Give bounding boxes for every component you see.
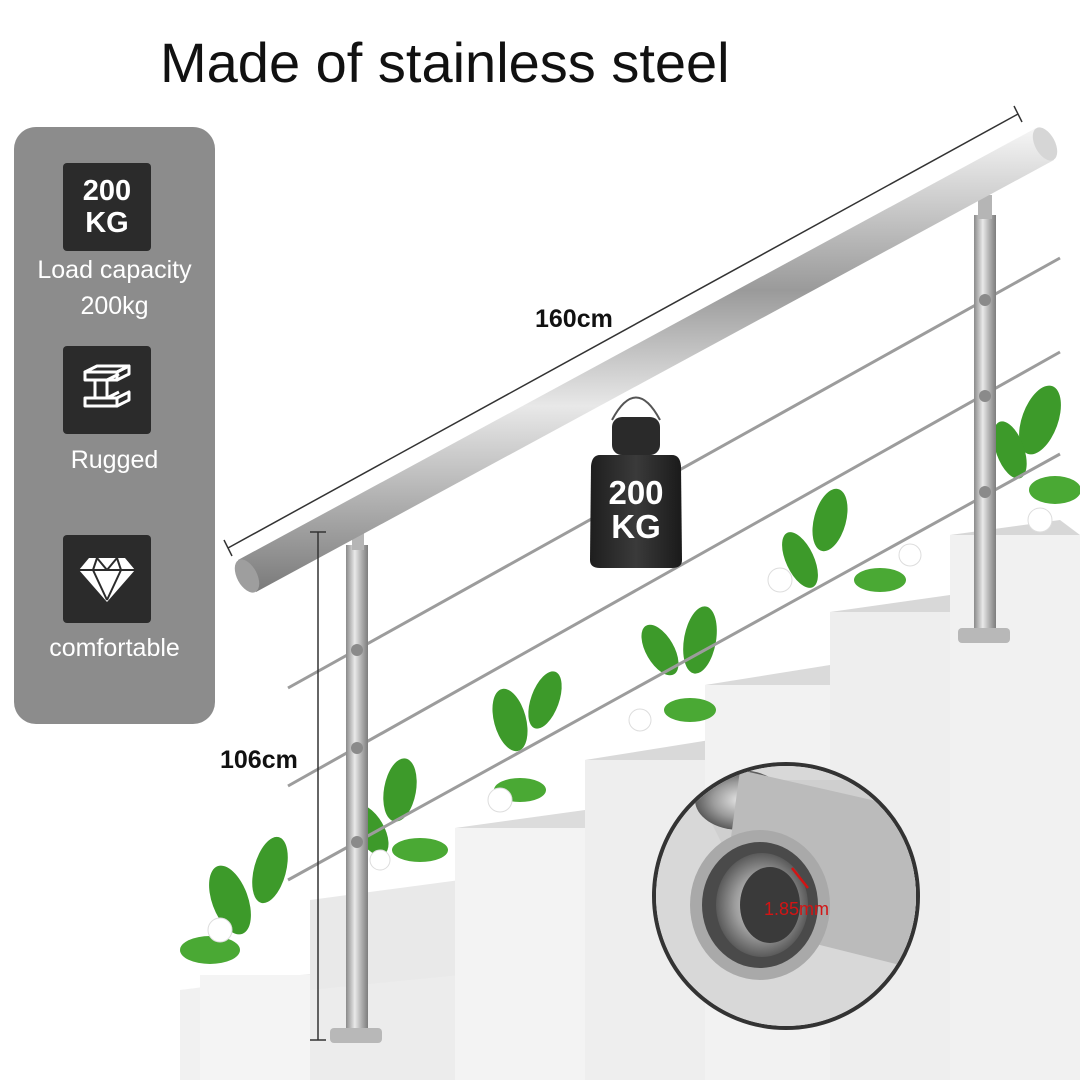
diamond-icon [63,535,151,623]
weight-icon [590,396,682,568]
beam-glyph [83,364,131,408]
handrail [234,127,1058,593]
white-flowers [207,507,1053,943]
posts [330,195,1010,1043]
diamond-glyph [79,557,135,602]
length-label: 160cm [535,305,613,333]
wall-thickness-label: 1.85mm [764,899,830,919]
length-dimension-line [223,105,1023,557]
height-dimension-line [310,531,326,1041]
steel-beam-icon [63,346,151,434]
stairs [180,520,1080,1080]
feature-label-rugged: Rugged [70,446,159,474]
page-title: Made of stainless steel [160,31,730,94]
feature-label-comfortable: comfortable [49,634,180,662]
height-label: 106cm [220,746,298,774]
tube-closeup [652,762,920,1030]
